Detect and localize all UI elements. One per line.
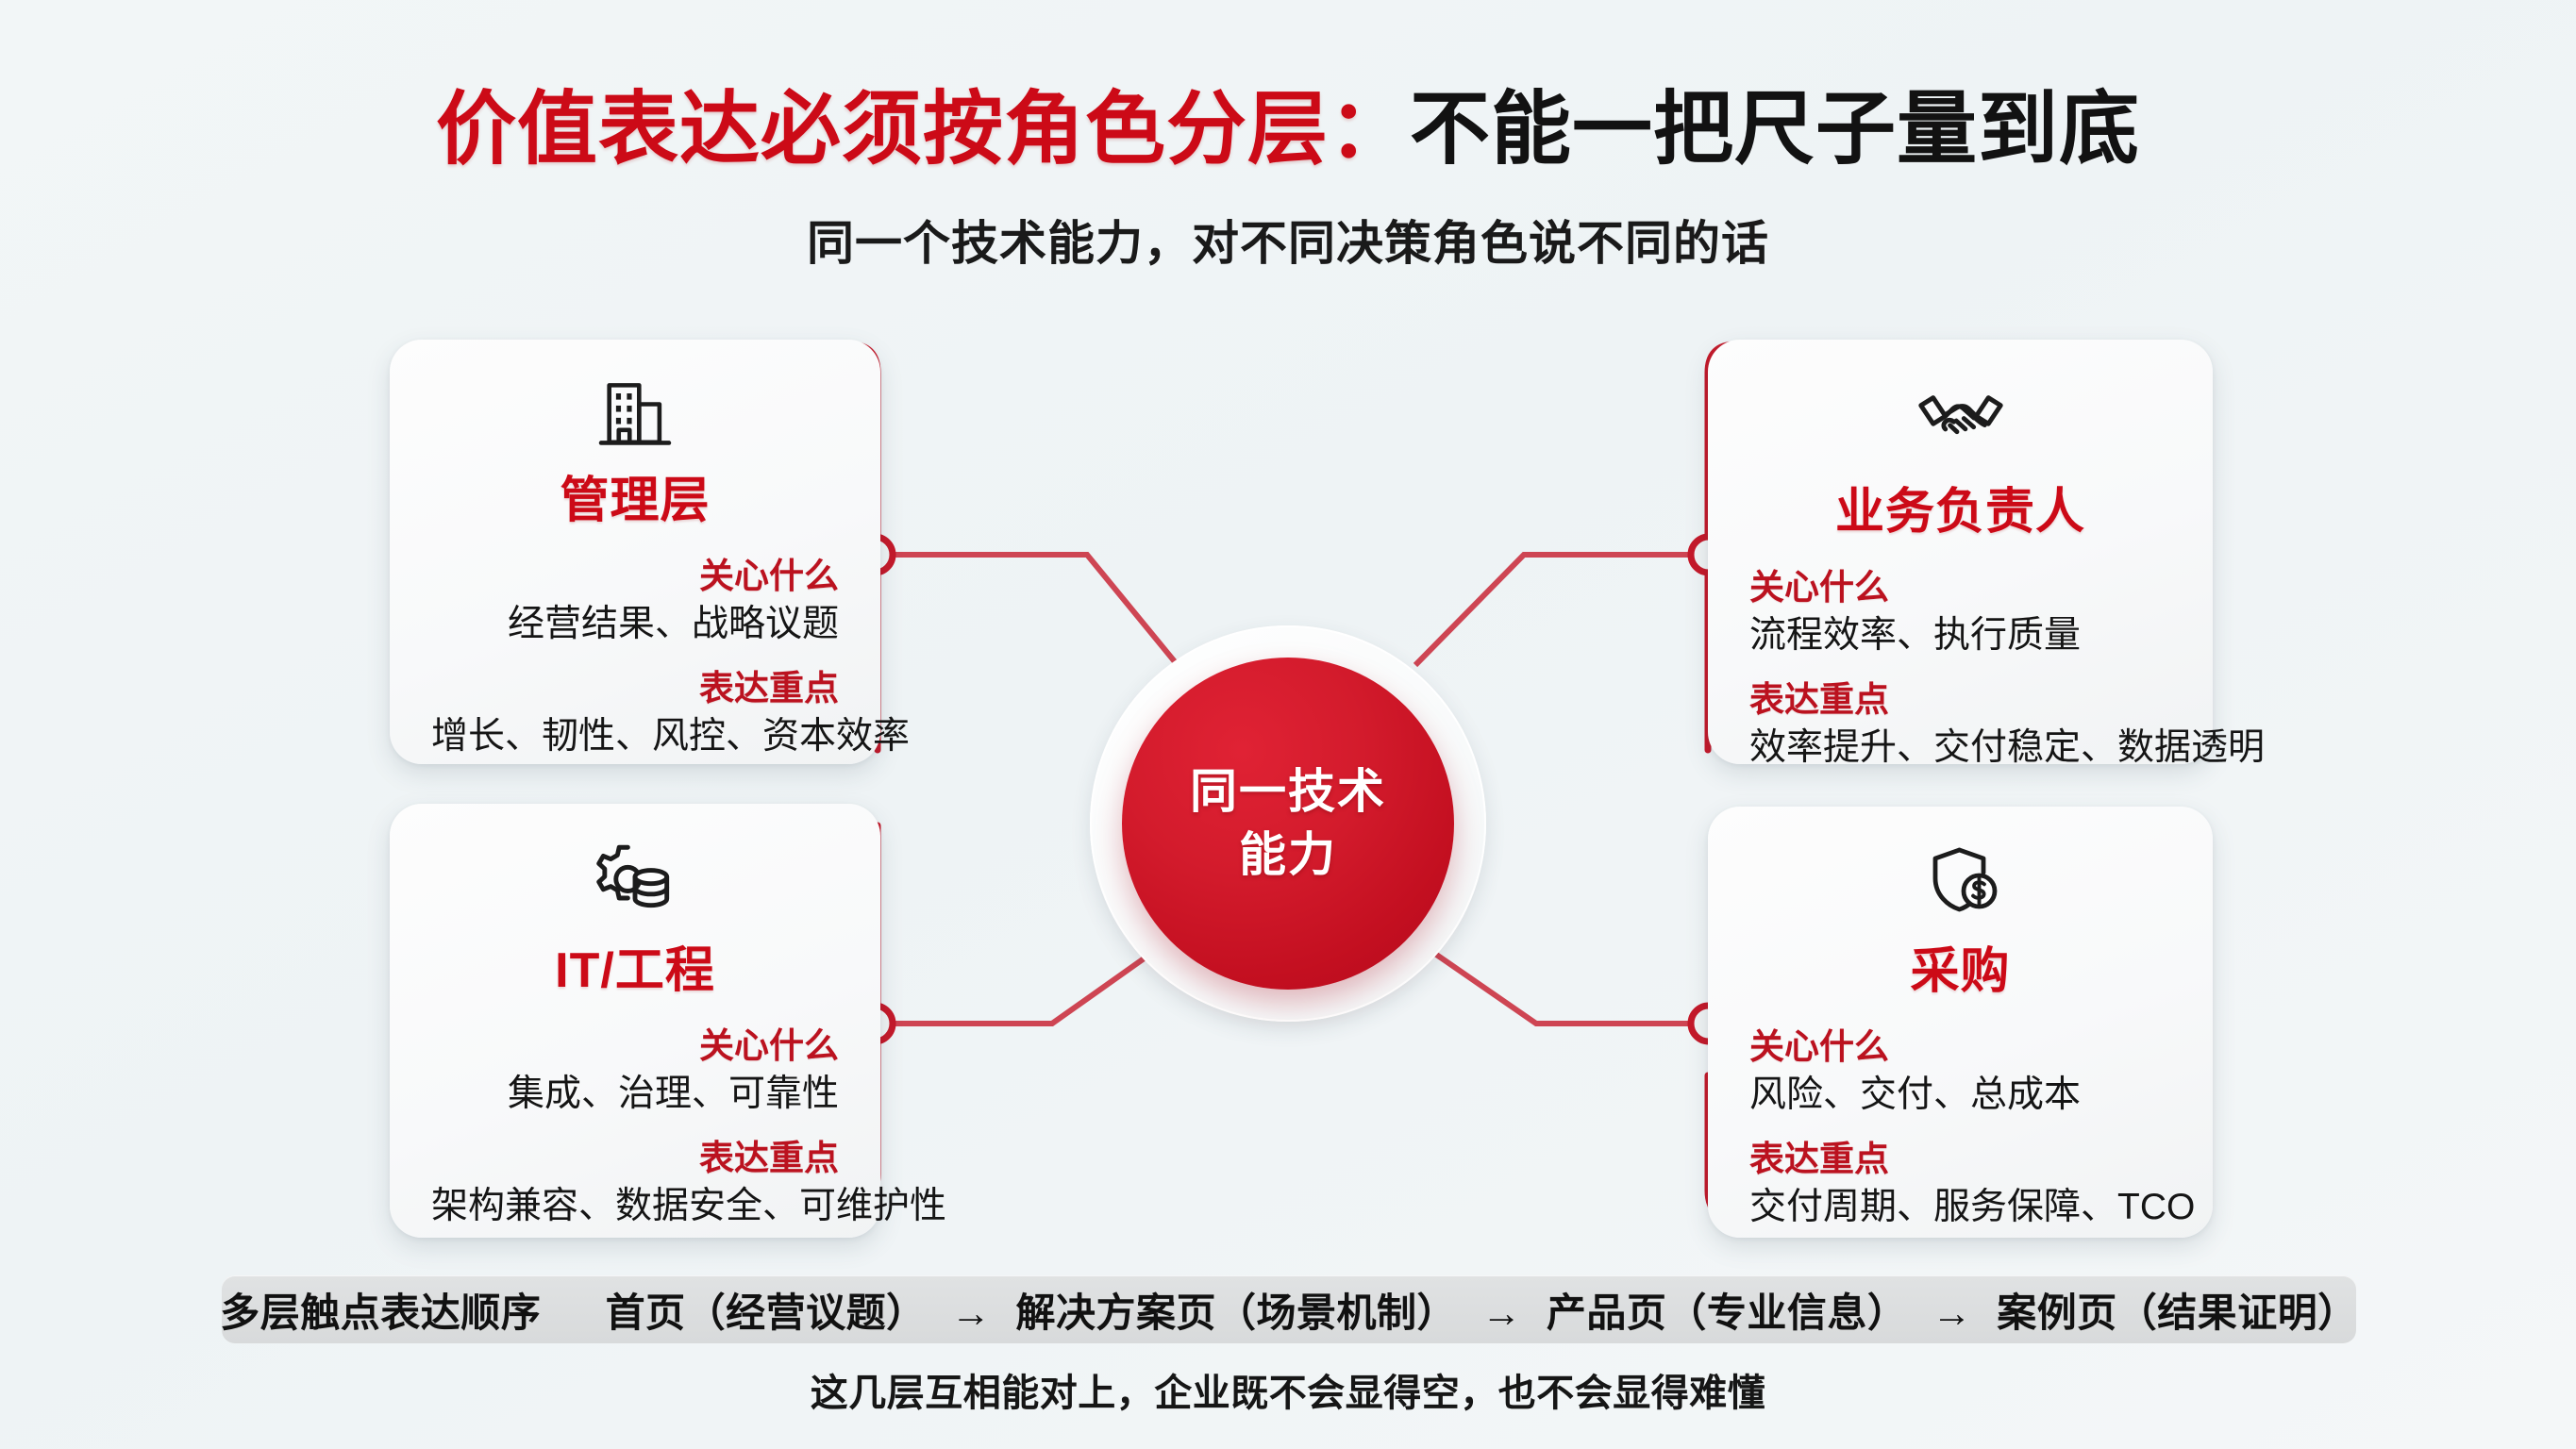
card-title-business-owner: 业务负责人	[1834, 485, 2085, 540]
hub-line-1: 同一技术	[1190, 765, 1386, 818]
gear-database-icon	[431, 836, 839, 928]
card-title-it-engineering: IT/工程	[555, 943, 715, 998]
hub-line-2: 能力	[1239, 828, 1337, 881]
flow-arrow-1: →	[950, 1290, 992, 1335]
focus-value-business-owner: 效率提升、交付稳定、数据透明	[1749, 727, 2266, 769]
wire-business-to-hub	[1413, 552, 1690, 668]
flow-lead-label: 多层触点表达顺序	[220, 1290, 542, 1335]
care-value-it-engineering: 集成、治理、可靠性	[507, 1073, 839, 1114]
focus-label-it-engineering: 表达重点	[699, 1139, 839, 1178]
focus-value-it-engineering: 架构兼容、数据安全、可维护性	[431, 1186, 947, 1227]
flow-arrow-2: →	[1481, 1290, 1522, 1335]
handshake-icon	[1749, 372, 2171, 470]
care-label-it-engineering: 关心什么	[699, 1026, 839, 1065]
flow-content: 多层触点表达顺序 首页（经营议题） → 解决方案页（场景机制） → 产品页（专业…	[220, 1281, 2357, 1339]
page-title: 价值表达必须按角色分层：不能一把尺子量到底	[0, 64, 2576, 180]
card-title-procurement: 采购	[1910, 944, 2011, 999]
flow-step-2: 解决方案页（场景机制）	[1015, 1290, 1458, 1335]
card-title-management: 管理层	[560, 474, 711, 528]
flow-step-1: 首页（经营议题）	[605, 1290, 927, 1335]
office-building-icon	[431, 372, 839, 458]
care-label-business-owner: 关心什么	[1749, 568, 1889, 607]
shield-dollar-icon	[1749, 839, 2171, 929]
care-value-business-owner: 流程效率、执行质量	[1749, 614, 2082, 656]
page-subtitle: 同一个技术能力，对不同决策角色说不同的话	[807, 217, 1769, 270]
focus-value-management: 增长、韧性、风控、资本效率	[431, 716, 911, 758]
flow-arrow-3: →	[1932, 1290, 1973, 1335]
role-card-management[interactable]: 管理层 关心什么 经营结果、战略议题 表达重点 增长、韧性、风控、资本效率	[390, 340, 911, 764]
flow-step-4: 案例页（结果证明）	[1997, 1290, 2358, 1335]
touchpoint-flow-bar: 多层触点表达顺序 首页（经营议题） → 解决方案页（场景机制） → 产品页（专业…	[220, 1275, 2357, 1343]
care-value-management: 经营结果、战略议题	[507, 603, 839, 644]
wire-procurement-to-hub	[1418, 941, 1690, 1026]
focus-label-business-owner: 表达重点	[1749, 680, 1889, 720]
title-red-part: 价值表达必须按角色分层：	[435, 85, 1410, 175]
focus-value-procurement: 交付周期、服务保障、TCO	[1749, 1187, 2196, 1228]
focus-label-procurement: 表达重点	[1749, 1140, 1889, 1179]
focus-label-management: 表达重点	[699, 669, 839, 708]
title-black-part: 不能一把尺子量到底	[1410, 85, 2141, 175]
wire-it-to-hub	[894, 941, 1167, 1026]
role-card-it-engineering[interactable]: IT/工程 关心什么 集成、治理、可靠性 表达重点 架构兼容、数据安全、可维护性	[390, 804, 947, 1238]
wire-management-to-hub	[894, 552, 1184, 672]
role-card-procurement[interactable]: 采购 关心什么 风险、交付、总成本 表达重点 交付周期、服务保障、TCO	[1708, 807, 2213, 1238]
care-label-procurement: 关心什么	[1749, 1027, 1889, 1066]
role-card-business-owner[interactable]: 业务负责人 关心什么 流程效率、执行质量 表达重点 效率提升、交付稳定、数据透明	[1708, 340, 2265, 768]
hub-center-node[interactable]: 同一技术 能力	[1122, 658, 1454, 990]
footnote-text: 这几层互相能对上，企业既不会显得空，也不会显得难懂	[810, 1373, 1766, 1414]
care-value-procurement: 风险、交付、总成本	[1749, 1074, 2082, 1115]
care-label-management: 关心什么	[699, 557, 839, 595]
flow-step-3: 产品页（专业信息）	[1546, 1290, 1908, 1335]
